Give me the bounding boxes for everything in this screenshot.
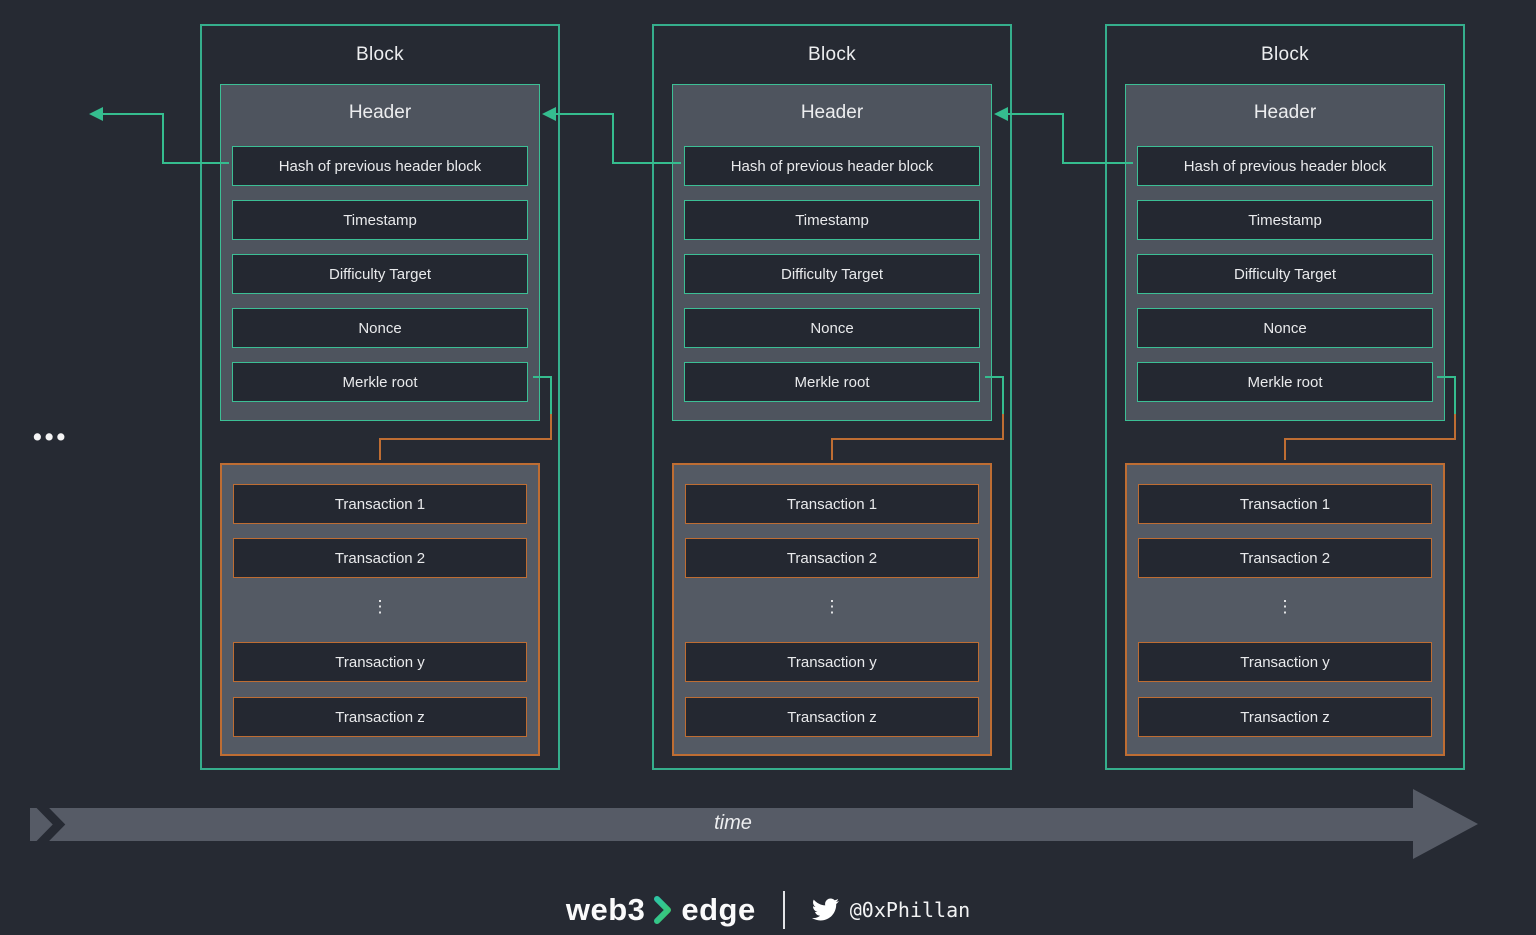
header-panel: Header Hash of previous header block Tim… [672,84,992,421]
header-panel: Header Hash of previous header block Tim… [220,84,540,421]
transactions-ellipsis: ⋮ [1276,597,1294,616]
block-title: Block [808,44,856,65]
time-arrowhead [1413,789,1478,859]
field-nonce: Nonce [1137,308,1433,348]
field-timestamp: Timestamp [232,200,528,240]
header-panel: Header Hash of previous header block Tim… [1125,84,1445,421]
block-3: Block Header Hash of previous header blo… [1105,24,1465,770]
transactions-panel: Transaction 1 Transaction 2 ⋮ Transactio… [672,463,992,756]
transaction-1-box: Transaction 1 [233,484,527,524]
transaction-y-box: Transaction y [1138,642,1432,682]
transaction-2-box: Transaction 2 [233,538,527,578]
header-title: Header [348,102,412,123]
transaction-1-box: Transaction 1 [685,484,979,524]
field-hash-of-previous-header-block: Hash of previous header block [1137,146,1433,186]
transactions-panel: Transaction 1 Transaction 2 ⋮ Transactio… [220,463,540,756]
arrowhead-left [89,107,103,121]
block-title: Block [1261,44,1309,65]
field-nonce: Nonce [232,308,528,348]
brand-web3: web3 [565,891,646,927]
brand-edge: edge [681,891,756,927]
twitter-attribution: @0xPhillan [811,897,971,922]
field-nonce: Nonce [684,308,980,348]
transaction-z-box: Transaction z [1138,697,1432,737]
field-timestamp: Timestamp [684,200,980,240]
transaction-z-box: Transaction z [685,697,979,737]
field-merkle-root: Merkle root [232,362,528,402]
transaction-2-box: Transaction 2 [1138,538,1432,578]
field-merkle-root: Merkle root [684,362,980,402]
block-1: Block Header Hash of previous header blo… [200,24,560,770]
time-arrow-notch-icon [32,797,66,852]
brand-logo: web3 edge [566,892,756,928]
block-title: Block [356,44,404,65]
field-difficulty-target: Difficulty Target [232,254,528,294]
field-merkle-root: Merkle root [1137,362,1433,402]
footer-divider [782,890,785,929]
transactions-ellipsis: ⋮ [823,597,841,616]
field-hash-of-previous-header-block: Hash of previous header block [684,146,980,186]
field-difficulty-target: Difficulty Target [684,254,980,294]
field-hash-of-previous-header-block: Hash of previous header block [232,146,528,186]
brand-chevron-right-icon [654,895,672,924]
transactions-panel: Transaction 1 Transaction 2 ⋮ Transactio… [1125,463,1445,756]
field-timestamp: Timestamp [1137,200,1433,240]
transaction-1-box: Transaction 1 [1138,484,1432,524]
transaction-y-box: Transaction y [685,642,979,682]
field-difficulty-target: Difficulty Target [1137,254,1433,294]
header-title: Header [800,102,864,123]
time-label: time [714,812,752,834]
transaction-y-box: Transaction y [233,642,527,682]
transaction-2-box: Transaction 2 [685,538,979,578]
footer: web3 edge @0xPhillan [0,884,1536,935]
twitter-bird-icon [811,898,839,921]
block-2: Block Header Hash of previous header blo… [652,24,1012,770]
transactions-ellipsis: ⋮ [371,597,389,616]
twitter-handle: @0xPhillan [849,897,971,922]
previous-blocks-ellipsis: ••• [33,423,69,451]
transaction-z-box: Transaction z [233,697,527,737]
header-title: Header [1253,102,1317,123]
